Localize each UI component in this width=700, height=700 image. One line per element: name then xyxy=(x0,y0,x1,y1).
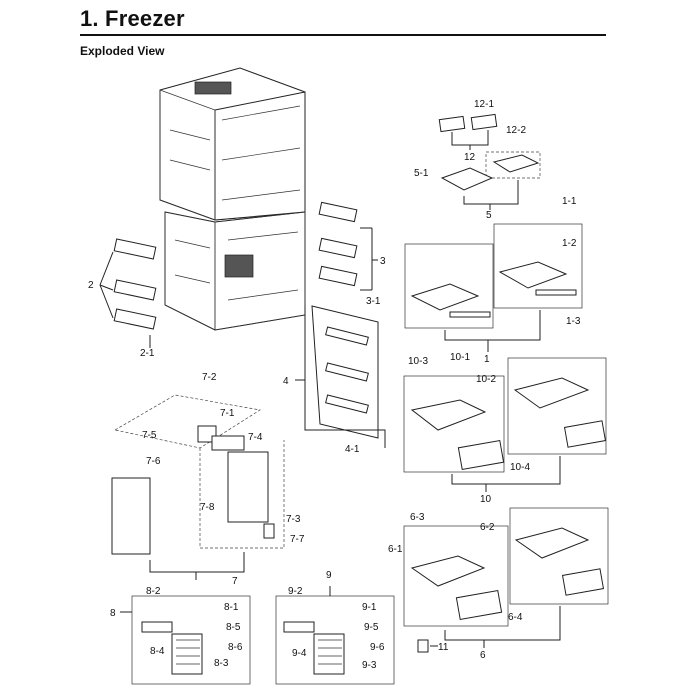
callout-2: 2 xyxy=(88,280,94,291)
callout-8-5: 8-5 xyxy=(226,622,241,633)
callout-1-3: 1-3 xyxy=(566,316,581,327)
callout-9: 9 xyxy=(326,570,332,581)
callout-6-1: 6-1 xyxy=(388,544,403,555)
callout-8-6: 8-6 xyxy=(228,642,243,653)
callout-1: 1 xyxy=(484,354,490,365)
callout-8-4: 8-4 xyxy=(150,646,165,657)
title-rule xyxy=(80,34,606,36)
callout-12: 12 xyxy=(464,152,476,163)
callout-9-2: 9-2 xyxy=(288,586,303,597)
callout-7-5: 7-5 xyxy=(142,430,157,441)
callout-10-4: 10-4 xyxy=(510,462,530,473)
callout-7-7: 7-7 xyxy=(290,534,305,545)
left-rail-assembly xyxy=(99,238,157,348)
callout-7-4: 7-4 xyxy=(248,432,263,443)
callout-9-3: 9-3 xyxy=(362,660,377,671)
right-rail-assembly xyxy=(318,201,378,291)
callout-9-6: 9-6 xyxy=(370,642,385,653)
callout-labels: 2 2-1 3 3-1 4 4-1 12-1 12-2 12 5-1 5 1-1… xyxy=(88,99,581,671)
callout-9-5: 9-5 xyxy=(364,622,379,633)
callout-10-1: 10-1 xyxy=(450,352,470,363)
callout-6-4: 6-4 xyxy=(508,612,523,623)
callout-8-3: 8-3 xyxy=(214,658,229,669)
tray-parts-12-5 xyxy=(438,113,541,210)
callout-7-6: 7-6 xyxy=(146,456,161,467)
callout-6: 6 xyxy=(480,650,486,661)
callout-1-1: 1-1 xyxy=(562,196,577,207)
drawer-group-6 xyxy=(403,507,609,648)
callout-8-1: 8-1 xyxy=(224,602,239,613)
callout-3-1: 3-1 xyxy=(366,296,381,307)
callout-8: 8 xyxy=(110,608,116,619)
callout-12-2: 12-2 xyxy=(506,125,526,136)
section-subtitle: Exploded View xyxy=(80,44,165,58)
evaporator-assembly-9 xyxy=(275,586,395,685)
callout-4-1: 4-1 xyxy=(345,444,360,455)
callout-1-2: 1-2 xyxy=(562,238,577,249)
callout-12-1: 12-1 xyxy=(474,99,494,110)
page-title: 1. Freezer xyxy=(80,6,185,31)
callout-9-1: 9-1 xyxy=(362,602,377,613)
callout-9-4: 9-4 xyxy=(292,648,307,659)
callout-4: 4 xyxy=(283,376,289,387)
callout-7-3: 7-3 xyxy=(286,514,301,525)
drawer-group-1 xyxy=(404,223,583,352)
callout-8-2: 8-2 xyxy=(146,586,161,597)
callout-6-3: 6-3 xyxy=(410,512,425,523)
callout-10-2: 10-2 xyxy=(476,374,496,385)
duct-assembly-7 xyxy=(111,394,285,580)
drawer-group-10 xyxy=(403,357,607,492)
callout-3: 3 xyxy=(380,256,386,267)
callout-11: 11 xyxy=(438,642,449,653)
callout-7-2: 7-2 xyxy=(202,372,217,383)
callout-5-1: 5-1 xyxy=(414,168,429,179)
evaporator-assembly-8 xyxy=(120,595,251,685)
back-panel-assembly xyxy=(295,305,386,448)
callout-5: 5 xyxy=(486,210,492,221)
callout-7-8: 7-8 xyxy=(200,502,215,513)
freezer-cabinet xyxy=(159,67,306,331)
callout-10: 10 xyxy=(480,494,492,505)
callout-7-1: 7-1 xyxy=(220,408,235,419)
callout-6-2: 6-2 xyxy=(480,522,495,533)
part-11 xyxy=(417,639,438,653)
callout-10-3: 10-3 xyxy=(408,356,428,367)
callout-2-1: 2-1 xyxy=(140,348,155,359)
callout-7: 7 xyxy=(232,576,238,587)
